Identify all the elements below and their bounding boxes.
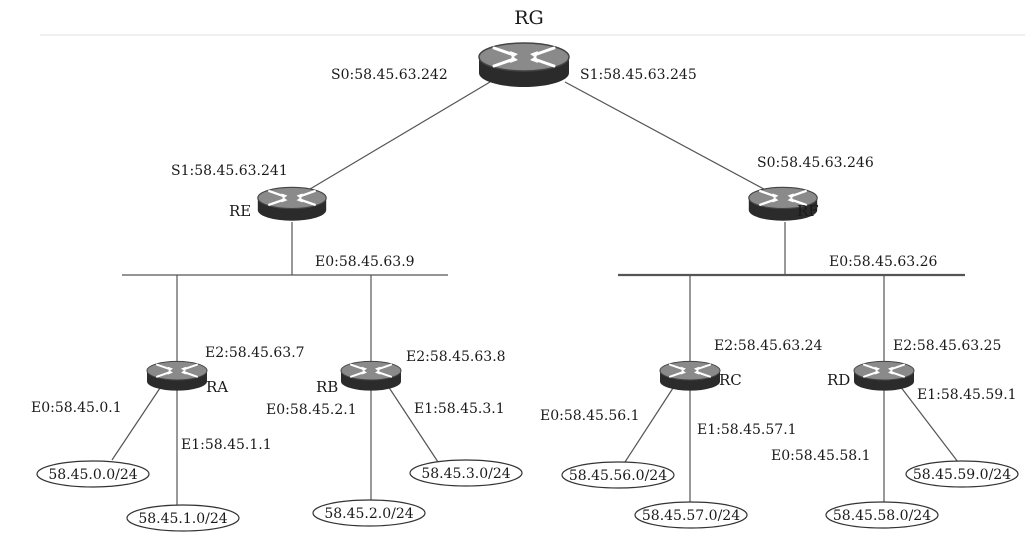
router-ra-name: RA	[206, 378, 228, 396]
links	[111, 81, 965, 510]
net-ellipse-0	[36, 460, 150, 488]
router-rg-icon	[477, 41, 571, 89]
net-ellipse-1	[126, 504, 240, 532]
net-ellipse-3	[409, 459, 523, 487]
re-e0-label: E0:58.45.63.9	[315, 254, 415, 270]
net-ellipse-59	[905, 460, 1019, 488]
link-rg-rf	[564, 81, 776, 196]
router-rg-name: RG	[514, 7, 543, 29]
rd-e0-label: E0:58.45.58.1	[771, 448, 871, 464]
router-ra-icon	[145, 360, 209, 392]
net-label-56: 58.45.56.0/24	[569, 468, 667, 484]
re-s1-label: S1:58.45.63.241	[171, 163, 288, 179]
ra-e2-label: E2:58.45.63.7	[205, 345, 305, 361]
router-rf-name: RF	[797, 202, 819, 220]
router-re-name: RE	[229, 202, 251, 220]
rd-e2-label: E2:58.45.63.25	[893, 338, 1001, 354]
ra-e1-label: E1:58.45.1.1	[181, 437, 272, 453]
rf-e0-label: E0:58.45.63.26	[829, 254, 938, 270]
net-label-1: 58.45.1.0/24	[138, 511, 227, 527]
link-rc-n56	[624, 384, 676, 463]
net-ellipse-58	[825, 501, 939, 529]
rf-s0-label: S0:58.45.63.246	[757, 155, 874, 171]
link-ra-n0	[111, 384, 163, 461]
router-rd-icon	[852, 360, 916, 392]
rb-e1-label: E1:58.45.3.1	[414, 401, 505, 417]
router-rc-name: RC	[719, 371, 742, 389]
net-label-0: 58.45.0.0/24	[48, 467, 137, 483]
rc-e1-label: E1:58.45.57.1	[697, 422, 797, 438]
router-rb-name: RB	[316, 378, 338, 396]
link-rb-n3	[387, 385, 439, 463]
rb-e0-label: E0:58.45.2.1	[266, 402, 357, 418]
rc-e0-label: E0:58.45.56.1	[540, 408, 640, 424]
link-rg-re	[299, 81, 491, 196]
net-ellipse-56	[561, 461, 675, 489]
net-label-57: 58.45.57.0/24	[642, 508, 740, 524]
router-re-icon	[256, 186, 328, 222]
net-label-59: 58.45.59.0/24	[913, 467, 1011, 483]
rg-s1-label: S1:58.45.63.245	[580, 67, 697, 83]
link-rd-n59	[899, 385, 959, 463]
rg-s0-label: S0:58.45.63.242	[331, 67, 448, 83]
net-label-2: 58.45.2.0/24	[324, 506, 413, 522]
ra-e0-label: E0:58.45.0.1	[31, 400, 122, 416]
router-rd-name: RD	[827, 371, 850, 389]
rd-e1-label: E1:58.45.59.1	[917, 387, 1017, 403]
net-ellipse-57	[634, 501, 748, 529]
rb-e2-label: E2:58.45.63.8	[406, 349, 506, 365]
router-rc-icon	[658, 360, 722, 392]
net-label-58: 58.45.58.0/24	[833, 508, 931, 524]
network-ellipses	[36, 459, 1019, 532]
net-ellipse-2	[312, 499, 426, 527]
router-rb-icon	[339, 360, 403, 392]
net-label-3: 58.45.3.0/24	[421, 466, 510, 482]
rc-e2-label: E2:58.45.63.24	[714, 338, 823, 354]
